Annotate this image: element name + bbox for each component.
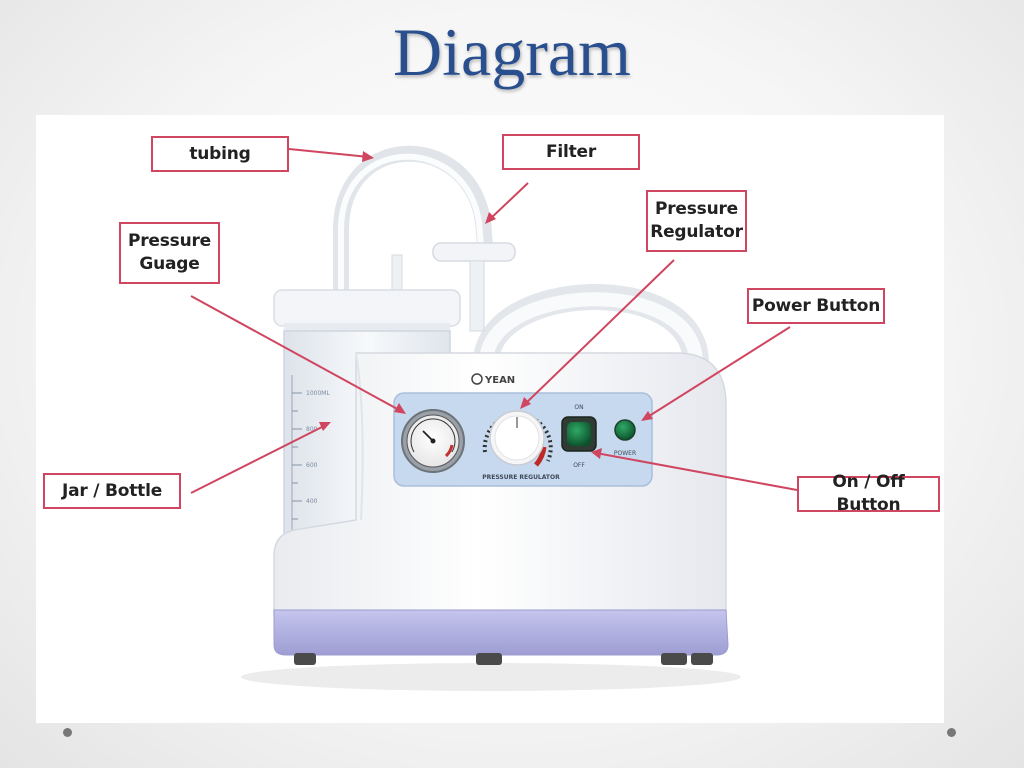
foot-rear (691, 653, 713, 665)
arrowhead-filter (485, 212, 496, 224)
leader-line-tubing (288, 148, 370, 158)
label-on-off-button: On / Off Button (797, 472, 940, 515)
pressure-regulator-knob[interactable] (482, 410, 553, 467)
body-contour (355, 352, 364, 521)
jar-mark-600: 600 (306, 462, 318, 469)
slide-title: Diagram (393, 14, 631, 90)
slide-dot-left (63, 728, 72, 737)
regulator-label: PRESSURE REGULATOR (482, 474, 560, 481)
vent-nozzle (391, 254, 403, 292)
jar-scale-marks (291, 375, 302, 535)
jar-mark-800: 800 (306, 426, 318, 433)
leader-line-pressure-gauge (190, 295, 402, 412)
foot-right (661, 653, 687, 665)
arrowhead-pressure-regulator (520, 397, 531, 409)
jar-mark-400: 400 (306, 498, 318, 505)
power-indicator-light (614, 419, 636, 441)
filter-stem (469, 260, 485, 332)
on-off-button[interactable] (561, 416, 597, 452)
filter (432, 242, 516, 262)
tubing-highlight (338, 153, 485, 313)
label-jar-bottle: Jar / Bottle (43, 473, 181, 509)
jar-lid (273, 289, 461, 327)
suction-machine-illustration: 1000ML 800 600 400 YEAN (190, 145, 798, 691)
jar-lid-rim (284, 323, 450, 331)
power-label: POWER (614, 450, 636, 457)
arrowhead-on-off-button (591, 448, 602, 459)
label-pressure-gauge: Pressure Guage (119, 222, 220, 284)
arrowhead-jar-bottle (319, 422, 331, 431)
jar-mark-1000: 1000ML (306, 390, 330, 397)
floor-shadow (241, 663, 741, 691)
leader-line-pressure-regulator (523, 259, 675, 406)
label-tubing: tubing (151, 136, 289, 172)
foot-left (294, 653, 316, 665)
carry-handle-highlight (479, 292, 703, 370)
off-label: OFF (573, 462, 585, 469)
leader-line-filter (488, 182, 529, 221)
label-filter: Filter (502, 134, 640, 170)
leader-line-jar-bottle (190, 424, 327, 494)
arrowhead-power-button (641, 411, 653, 421)
brand-logo-icon (471, 373, 483, 385)
arrowhead-tubing (362, 151, 374, 162)
foot-center (476, 653, 502, 665)
suction-machine-figure: 1000ML 800 600 400 YEAN (36, 115, 944, 723)
label-pressure-regulator: Pressure Regulator (646, 190, 747, 252)
base-band (273, 609, 729, 656)
pressure-gauge-icon (401, 409, 465, 473)
slide-dot-right (947, 728, 956, 737)
arrowhead-pressure-gauge (394, 403, 406, 414)
leader-line-on-off-button (595, 452, 798, 491)
brand-name: YEAN (484, 375, 515, 386)
label-power-button: Power Button (747, 288, 885, 324)
leader-line-power-button (645, 326, 791, 419)
on-label: ON (574, 404, 583, 411)
